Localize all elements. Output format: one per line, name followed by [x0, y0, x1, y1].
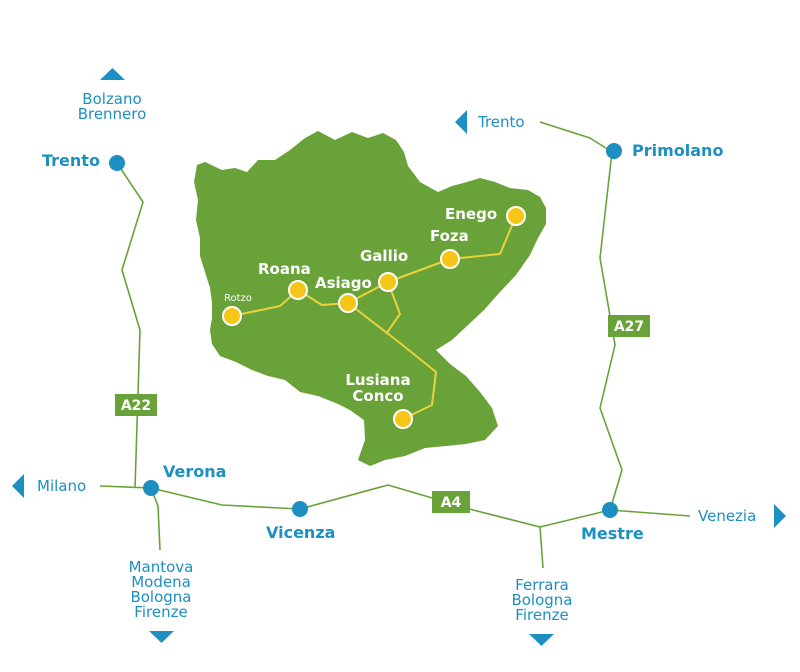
primolano-label: Primolano	[632, 141, 723, 160]
plateau-region	[194, 131, 546, 466]
enego-marker	[506, 206, 526, 226]
asiago-marker	[338, 293, 358, 313]
road-ferrara	[539, 526, 544, 569]
venezia-label: Venezia	[698, 507, 756, 525]
gallio-marker	[378, 272, 398, 292]
vicenza-marker	[292, 501, 308, 517]
foza-marker	[440, 249, 460, 269]
local-road-south	[347, 302, 437, 420]
mestre-label: Mestre	[581, 524, 644, 543]
bologna-s-label: Bologna	[511, 591, 572, 609]
conco-label: Conco	[352, 387, 403, 405]
primolano-marker	[606, 143, 622, 159]
triangle-down-icon	[529, 634, 554, 646]
ferrara-label: Ferrara	[515, 576, 569, 594]
svg-text:A27: A27	[614, 319, 644, 335]
foza-label: Foza	[430, 227, 469, 245]
triangle-left-icon	[455, 110, 467, 134]
town-markers	[222, 206, 526, 429]
road-milano	[99, 485, 152, 489]
lusiana-label: Lusiana	[345, 371, 410, 389]
roana-label: Roana	[258, 260, 311, 278]
triangle-down-icon	[149, 631, 174, 643]
brennero-label: Brennero	[78, 105, 147, 123]
a4-road	[150, 484, 611, 528]
mestre-marker	[602, 502, 618, 518]
a27-badge: A27	[608, 315, 650, 337]
road-verona-south	[150, 487, 161, 551]
motorway-network	[99, 121, 691, 569]
a22-road	[116, 162, 144, 489]
vicenza-label: Vicenza	[266, 523, 335, 542]
svg-text:A22: A22	[121, 398, 151, 414]
mantova-label: Mantova	[129, 558, 194, 576]
bolzano-label: Bolzano	[82, 90, 141, 108]
triangle-left-icon	[12, 474, 24, 498]
bologna-sw-label: Bologna	[130, 588, 191, 606]
road-venezia	[609, 509, 691, 517]
rotzo-marker	[222, 306, 242, 326]
trento-marker	[109, 155, 125, 171]
milano-label: Milano	[37, 477, 86, 495]
verona-marker	[143, 480, 159, 496]
a22-badge: A22	[115, 394, 157, 416]
trento-east-label: Trento	[477, 113, 525, 131]
a4-badge: A4	[432, 491, 470, 513]
svg-text:A4: A4	[441, 495, 462, 511]
firenze-s-label: Firenze	[515, 606, 568, 624]
triangle-up-icon	[100, 68, 125, 80]
modena-label: Modena	[131, 573, 191, 591]
trento-label: Trento	[42, 151, 100, 170]
triangle-right-icon	[774, 504, 786, 528]
roana-marker	[288, 280, 308, 300]
gallio-label: Gallio	[360, 247, 408, 265]
a27-road	[599, 151, 623, 511]
local-road-gallio	[385, 281, 401, 335]
lusiana-conco-marker	[393, 409, 413, 429]
road-trento-east	[539, 121, 613, 153]
enego-label: Enego	[445, 205, 497, 223]
rotzo-label: Rotzo	[224, 293, 252, 304]
asiago-label: Asiago	[315, 274, 372, 292]
firenze-sw-label: Firenze	[134, 603, 187, 621]
verona-label: Verona	[163, 462, 226, 481]
